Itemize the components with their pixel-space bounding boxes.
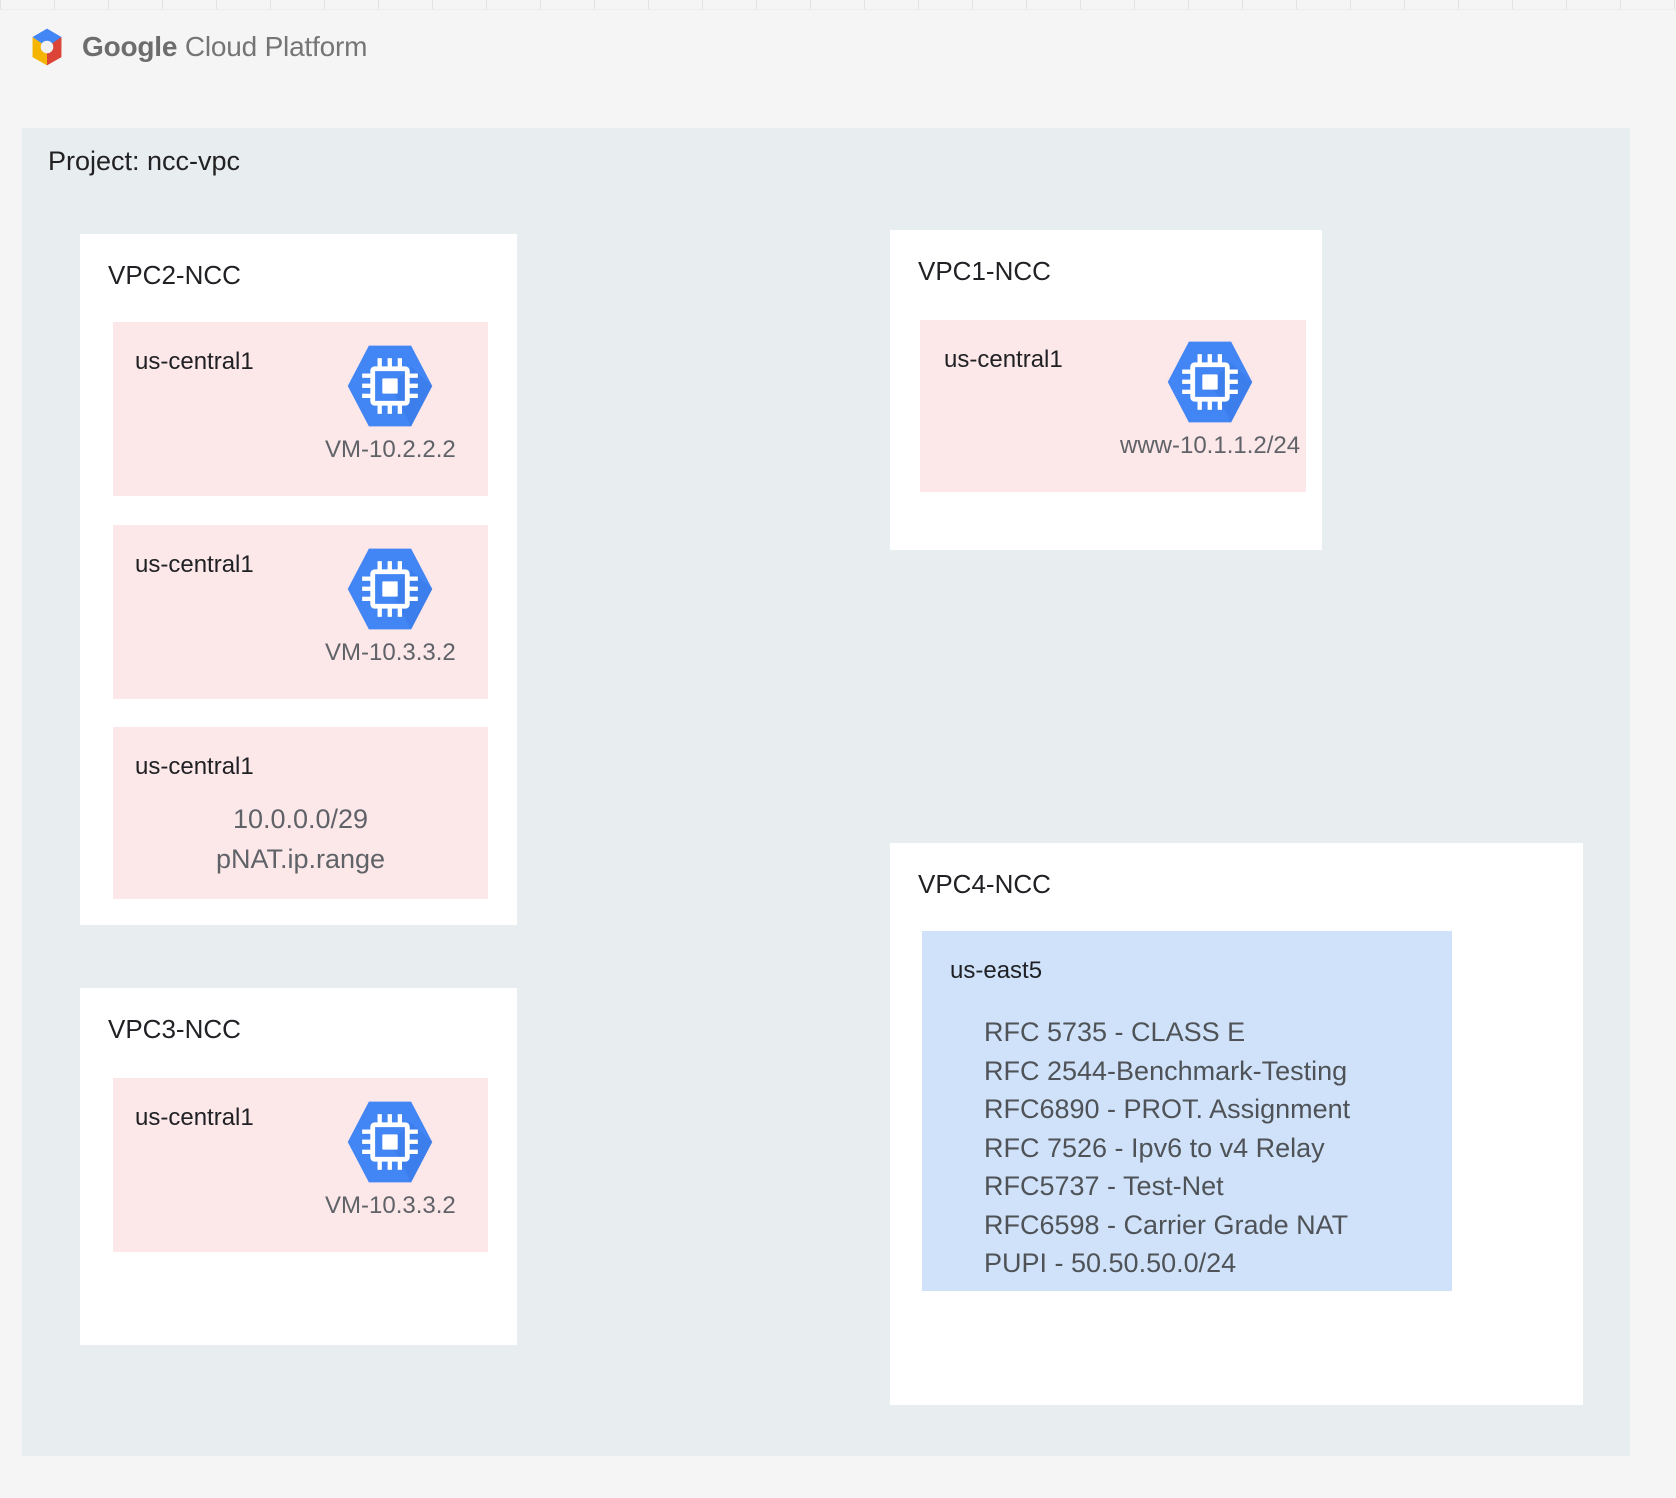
vpc-card-vpc2[interactable]: VPC2-NCC us-central1 bbox=[80, 234, 517, 925]
subnet-region-vpc2-2: us-central1 bbox=[135, 551, 254, 578]
rfc-line: RFC 7526 - Ipv6 to v4 Relay bbox=[984, 1132, 1325, 1163]
rfc-line: RFC 2544-Benchmark-Testing bbox=[984, 1055, 1348, 1086]
vpc-card-vpc1[interactable]: VPC1-NCC us-central1 bbox=[890, 230, 1322, 550]
top-ruler bbox=[0, 0, 1676, 10]
rfc-line: RFC6890 - PROT. Assignment bbox=[984, 1094, 1351, 1124]
subnet-vpc1-1[interactable]: us-central1 bbox=[920, 320, 1306, 492]
project-title: Project: ncc-vpc bbox=[48, 146, 241, 176]
vm-label-vpc3-1: VM-10.3.3.2 bbox=[325, 1192, 456, 1219]
subnet-region-vpc2-3: us-central1 bbox=[135, 753, 254, 780]
subnet-vpc2-2[interactable]: us-central1 bbox=[113, 525, 488, 699]
subnet-vpc2-1[interactable]: us-central1 bbox=[113, 322, 488, 496]
brand-cloud-platform: Cloud Platform bbox=[177, 31, 368, 62]
rfc-line: RFC 5735 - CLASS E bbox=[984, 1017, 1246, 1047]
vpc-card-vpc4[interactable]: VPC4-NCC us-east5 RFC 5735 - CLASS E RFC… bbox=[890, 843, 1583, 1405]
vm-node-vpc3-1[interactable]: VM-10.3.3.2 bbox=[325, 1094, 456, 1220]
subnet-region-vpc2-1: us-central1 bbox=[135, 348, 254, 375]
vm-node-vpc2-1[interactable]: VM-10.2.2.2 bbox=[325, 338, 456, 464]
google-cloud-platform-logo-icon bbox=[32, 28, 62, 66]
subnet-text-line1-vpc2-3: 10.0.0.0/29 bbox=[232, 804, 369, 834]
rfc-line: RFC5737 - Test-Net bbox=[984, 1171, 1224, 1201]
subnet-vpc2-3[interactable]: us-central1 10.0.0.0/29 pNAT.ip.range bbox=[113, 727, 488, 899]
subnet-region-vpc4-1: us-east5 bbox=[950, 957, 1043, 984]
subnet-region-vpc1-1: us-central1 bbox=[944, 346, 1063, 373]
vpc-title-vpc1: VPC1-NCC bbox=[918, 256, 1051, 286]
vpc-title-vpc3: VPC3-NCC bbox=[108, 1014, 241, 1044]
subnet-text-line2-vpc2-3: pNAT.ip.range bbox=[215, 844, 386, 874]
vpc-title-vpc2: VPC2-NCC bbox=[108, 260, 241, 290]
vm-label-vpc1-1: www-10.1.1.2/24 bbox=[1120, 432, 1301, 459]
compute-engine-vm-icon bbox=[348, 548, 433, 630]
compute-engine-vm-icon bbox=[1167, 341, 1253, 423]
vpc-title-vpc4: VPC4-NCC bbox=[918, 869, 1051, 899]
rfc-list-vpc4-1: RFC 5735 - CLASS E RFC 2544-Benchmark-Te… bbox=[984, 1013, 1350, 1283]
brand-google: Google bbox=[82, 31, 178, 62]
vm-label-vpc2-2: VM-10.3.3.2 bbox=[325, 639, 456, 666]
brand-title: Google Cloud Platform bbox=[82, 31, 367, 63]
project-container: Project: ncc-vpc VPC2-NCC us-central1 bbox=[22, 128, 1630, 1456]
vm-node-vpc2-2[interactable]: VM-10.3.3.2 bbox=[325, 541, 456, 667]
subnet-vpc4-1[interactable]: us-east5 RFC 5735 - CLASS E RFC 2544-Ben… bbox=[922, 931, 1452, 1291]
rfc-line: PUPI - 50.50.50.0/24 bbox=[984, 1248, 1237, 1278]
subnet-vpc3-1[interactable]: us-central1 bbox=[113, 1078, 488, 1252]
subnet-region-vpc3-1: us-central1 bbox=[135, 1104, 254, 1131]
compute-engine-vm-icon bbox=[348, 345, 433, 427]
vm-node-vpc1-1[interactable]: www-10.1.1.2/24 bbox=[1120, 334, 1300, 460]
vm-label-vpc2-1: VM-10.2.2.2 bbox=[325, 436, 456, 463]
rfc-line: RFC6598 - Carrier Grade NAT bbox=[984, 1209, 1349, 1240]
vpc-card-vpc3[interactable]: VPC3-NCC us-central1 bbox=[80, 988, 517, 1345]
gcp-brand-header: Google Cloud Platform bbox=[26, 26, 367, 68]
compute-engine-vm-icon bbox=[348, 1101, 433, 1183]
